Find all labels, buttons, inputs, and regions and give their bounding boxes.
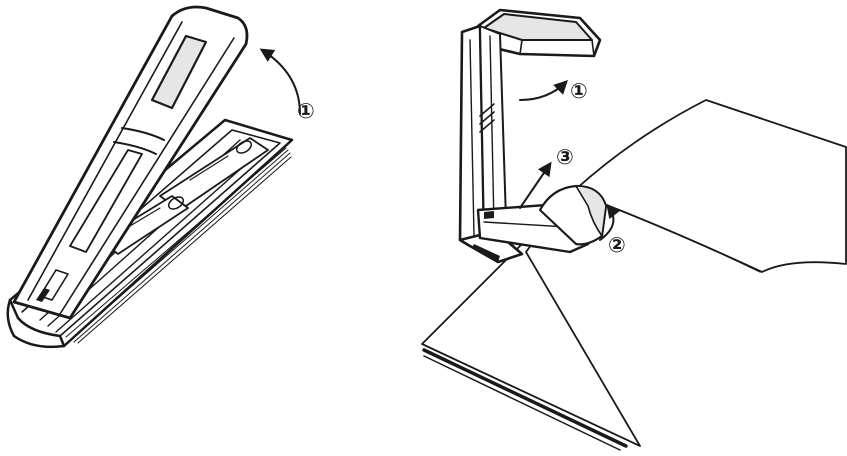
right-panel: ① ③ ② xyxy=(421,8,847,451)
clip-holder xyxy=(458,8,608,264)
step-1-arrow xyxy=(519,80,568,101)
step-1-right-label: ① xyxy=(570,79,588,103)
step-1-label: ① xyxy=(297,99,315,123)
scanner-cover xyxy=(12,5,249,320)
base-ridges xyxy=(65,147,292,344)
step-2-label: ② xyxy=(608,233,626,257)
step-2-arrow xyxy=(599,203,621,241)
step-3-label: ③ xyxy=(556,145,574,169)
step-3-arrow xyxy=(519,161,552,209)
left-panel: ① xyxy=(6,5,315,349)
lift-arrow xyxy=(259,48,301,115)
